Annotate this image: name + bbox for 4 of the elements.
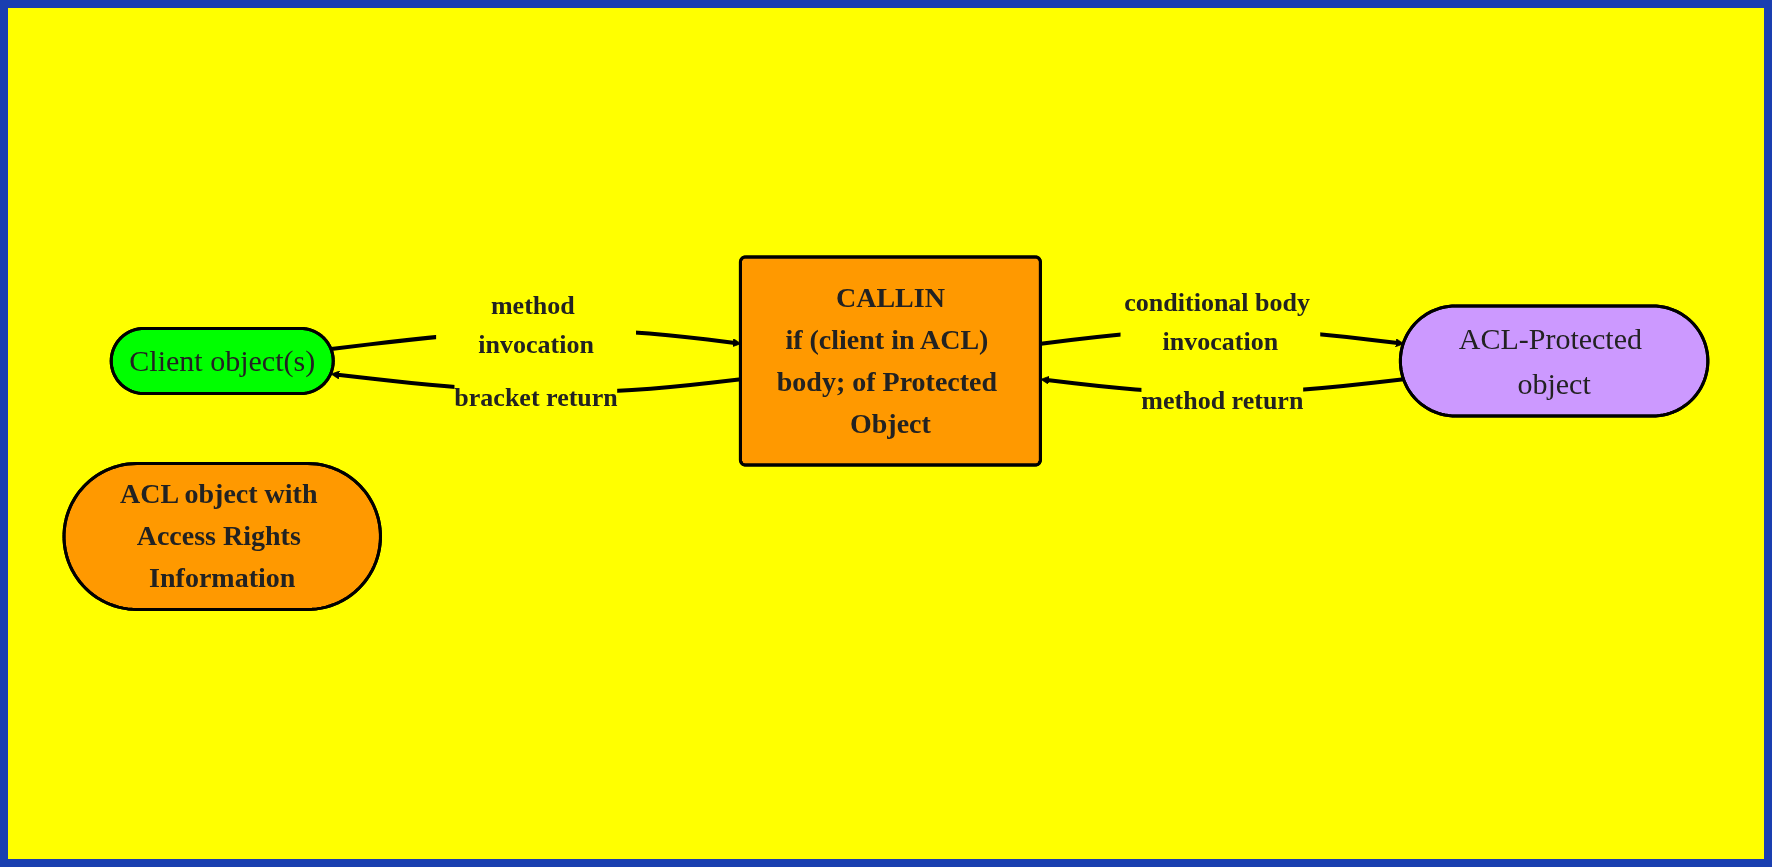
edge-label: method return — [1141, 385, 1304, 415]
edge-label: conditional body invocation — [1124, 288, 1311, 356]
edge-label: bracket return — [454, 383, 618, 413]
edge-label: method invocation — [478, 290, 594, 359]
